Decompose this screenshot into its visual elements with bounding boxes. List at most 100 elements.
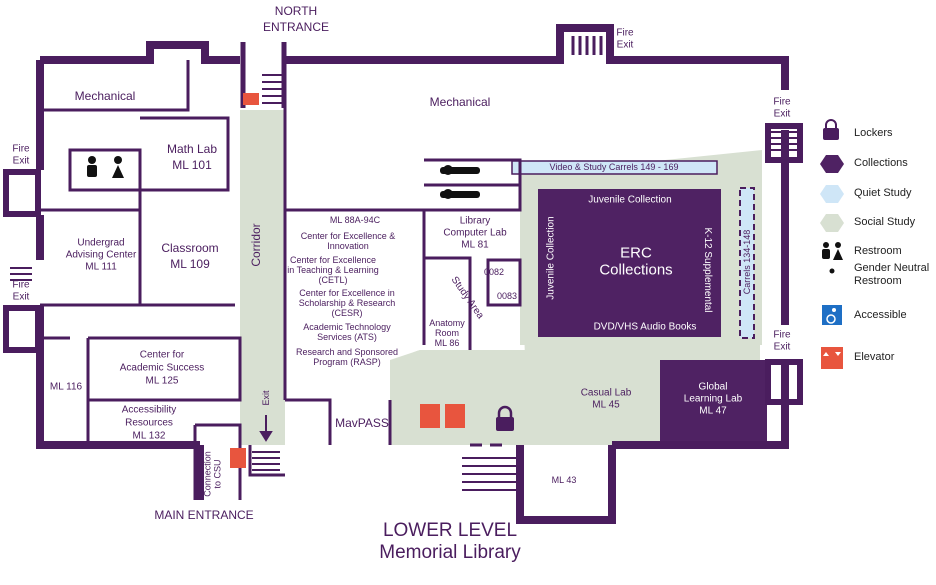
legend-restroom-label: Restroom xyxy=(854,245,902,258)
cei-label-2: Innovation xyxy=(327,240,369,251)
access-label-1: Accessibility xyxy=(121,404,177,416)
north-entrance-label-2: ENTRANCE xyxy=(262,20,330,35)
main-entrance-stairs xyxy=(252,451,520,491)
video-carrels-quiet xyxy=(511,160,718,175)
cetl-label-2: in Teaching & Learning xyxy=(287,264,379,275)
north-entrance-label-1: NORTH xyxy=(274,4,318,19)
rasp-label-2: Program (RASP) xyxy=(313,356,381,367)
juvenile-side-label: Juvenile Collection xyxy=(545,216,557,300)
floor-title-2: Memorial Library xyxy=(379,542,521,563)
social-study-casual-lab xyxy=(530,360,660,445)
academic-label-2: Academic Success xyxy=(119,362,205,374)
legend-social-study-label: Social Study xyxy=(854,216,916,229)
room-0082: 0082 xyxy=(483,266,505,277)
legend-collections-label: Collections xyxy=(854,157,908,170)
cesr-label-2: Scholarship & Research xyxy=(298,297,396,308)
erc-label-2: Collections xyxy=(599,261,673,279)
room-mechanical-left: Mechanical xyxy=(74,89,136,104)
legend-restroom-icon xyxy=(822,242,843,260)
fire-exit-right-top-box xyxy=(765,123,803,163)
video-carrels-label: Video & Study Carrels 149 - 169 xyxy=(549,161,679,172)
lock-icon xyxy=(496,405,514,431)
side-fire-exit-stairs xyxy=(10,131,798,281)
top-fire-exit-stairs xyxy=(571,36,603,55)
elevator-icon xyxy=(230,93,465,468)
legend-elevator: Elevator xyxy=(820,347,894,369)
classroom-room: ML 109 xyxy=(170,257,210,272)
legend-gender-neutral: Gender Neutral Restroom xyxy=(820,262,929,288)
complab-room: ML 81 xyxy=(461,239,489,251)
math-lab-label: Math Lab xyxy=(166,142,218,157)
legend-accessible-label: Accessible xyxy=(854,309,907,322)
anatomy-label-2: Room xyxy=(434,327,460,338)
north-stairs xyxy=(262,74,284,104)
room-0083: 0083 xyxy=(496,290,518,301)
main-entrance-label: MAIN ENTRANCE xyxy=(154,508,254,523)
ats-label-1: Academic Technology xyxy=(303,321,391,332)
global-room: ML 47 xyxy=(699,405,727,417)
legend-dot-icon xyxy=(829,268,835,274)
legend-social-study: Social Study xyxy=(820,212,915,234)
legend-lockers-label: Lockers xyxy=(854,127,893,140)
global-learning-lab-room xyxy=(660,360,767,445)
exit-arrow-icon xyxy=(259,415,273,442)
legend-hexagon-icon xyxy=(820,155,844,173)
mavpass-room: MavPASS xyxy=(335,416,389,431)
corridor-label: Corridor xyxy=(249,223,264,267)
cesr-label-1: Center for Excellence in xyxy=(299,287,395,298)
legend-social-swatch-icon xyxy=(820,214,844,232)
anatomy-room: ML 86 xyxy=(434,337,460,348)
legend-elevator-icon xyxy=(821,347,843,369)
fire-exit-right-b2: Exit xyxy=(773,341,791,353)
legend-quiet-study: Quiet Study xyxy=(820,183,911,205)
classroom-label: Classroom xyxy=(161,241,219,256)
fire-exit-top-2: Exit xyxy=(616,39,634,51)
fire-exit-left-b1: Fire xyxy=(12,279,30,291)
erc-label-1: ERC xyxy=(620,244,652,262)
k12-label: K-12 Supplemental xyxy=(701,227,713,313)
carrels-side-quiet xyxy=(739,187,755,339)
legend-restroom: Restroom xyxy=(820,241,902,263)
outer-wall xyxy=(36,24,789,524)
ats-label-2: Services (ATS) xyxy=(317,331,377,342)
rasp-label-1: Research and Sponsored xyxy=(295,346,399,357)
fire-exit-top-1: Fire xyxy=(616,27,634,39)
legend-wheelchair-icon xyxy=(822,305,842,325)
global-label-1: Global xyxy=(698,381,728,393)
ml116-room: ML 116 xyxy=(49,381,83,393)
floor-title-1: LOWER LEVEL xyxy=(382,520,518,541)
access-label-2: Resources xyxy=(125,417,173,429)
ml88-room: ML 88A-94C xyxy=(329,214,381,225)
ml43-room: ML 43 xyxy=(551,474,577,485)
legend-quiet-study-label: Quiet Study xyxy=(854,187,912,200)
fire-exit-left-bottom-box xyxy=(3,305,41,353)
fire-exit-left-b2: Exit xyxy=(12,291,30,303)
casual-lab-label: Casual Lab xyxy=(580,387,632,399)
legend-accessible: Accessible xyxy=(820,305,907,327)
juvenile-top-label: Juvenile Collection xyxy=(588,194,672,206)
fire-exit-left-2: Exit xyxy=(12,155,30,167)
restroom-icon xyxy=(87,156,124,178)
legend-collections: Collections xyxy=(820,153,908,175)
anatomy-label-1: Anatomy xyxy=(429,317,465,328)
fire-exit-left-top-box xyxy=(3,169,41,217)
undergrad-label-1: Undergrad xyxy=(77,237,125,249)
legend-elevator-label: Elevator xyxy=(854,351,895,364)
fire-exit-right-bottom-box xyxy=(765,359,803,405)
academic-room: ML 125 xyxy=(145,375,179,387)
dvd-label: DVD/VHS Audio Books xyxy=(593,321,697,333)
erc-collections-room xyxy=(538,189,721,337)
legend-lockers: Lockers xyxy=(820,123,893,145)
fire-exit-left-1: Fire xyxy=(12,143,30,155)
math-lab-room: ML 101 xyxy=(172,158,212,173)
access-room: ML 132 xyxy=(132,430,166,442)
cetl-label-3: (CETL) xyxy=(318,274,348,285)
legend-quiet-swatch-icon xyxy=(820,185,844,203)
social-study-corridor xyxy=(240,110,285,445)
complab-label-1: Library xyxy=(459,215,491,227)
legend-lock-icon xyxy=(823,119,839,140)
restroom-figure-icon xyxy=(440,165,480,199)
cetl-label-1: Center for Excellence xyxy=(289,254,377,265)
